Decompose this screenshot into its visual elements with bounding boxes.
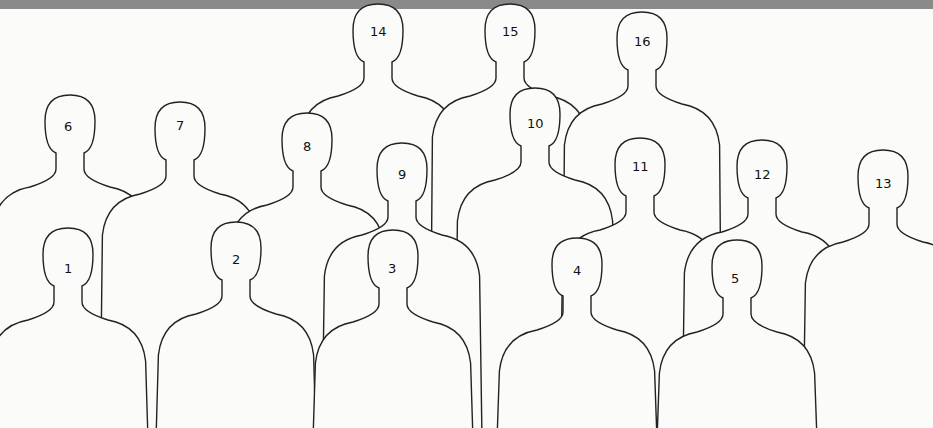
- callout-number: 7: [176, 119, 184, 132]
- person-silhouette: [803, 150, 933, 428]
- person-silhouette: [497, 238, 657, 428]
- callout-number: 1: [64, 262, 72, 275]
- callout-number: 15: [502, 25, 519, 38]
- callout-number: 10: [527, 117, 544, 130]
- callout-number: 16: [634, 35, 651, 48]
- callout-number: 6: [64, 120, 72, 133]
- callout-number: 5: [731, 272, 739, 285]
- person-silhouette: [313, 230, 473, 428]
- callout-number: 13: [875, 177, 892, 190]
- person-silhouette: [657, 240, 817, 428]
- person-silhouette: [156, 222, 316, 428]
- person-silhouette: [0, 228, 148, 428]
- photo-edge-band: [0, 0, 933, 9]
- callout-number: 11: [632, 160, 649, 173]
- callout-number: 2: [232, 253, 240, 266]
- callout-number: 4: [573, 264, 581, 277]
- callout-number: 9: [398, 168, 406, 181]
- callout-number: 3: [388, 262, 396, 275]
- callout-number: 14: [370, 25, 387, 38]
- callout-number: 8: [303, 140, 311, 153]
- callout-number: 12: [754, 168, 771, 181]
